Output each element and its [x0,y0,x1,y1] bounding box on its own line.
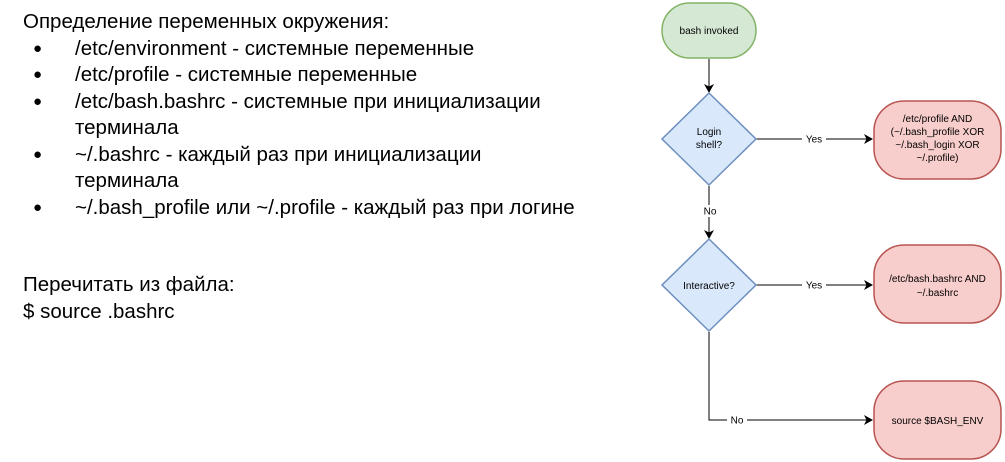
login-decision-label: Login [697,127,721,138]
login-result-node: /etc/profile AND (~/.bash_profile XOR ~/… [873,100,1002,180]
list-item: ● /etc/bash.bashrc - системные при иници… [23,89,633,142]
bash-env-result-node: source $BASH_ENV [873,380,1002,460]
interactive-result-line: ~/.bashrc [917,288,958,299]
edge-label-bg [802,279,826,291]
interactive-decision: Interactive? [660,237,758,333]
login-result-line: /etc/profile AND [903,114,972,125]
reread-command: $ source .bashrc [23,299,175,323]
list-item: ● /etc/profile - системные переменные [23,62,633,89]
login-shell-decision: Login shell? [660,91,758,187]
bash-env-result-label: source $BASH_ENV [892,416,984,427]
env-files-list: ● /etc/environment - системные переменны… [23,36,633,222]
start-node: bash invoked [661,2,757,59]
interactive-result-line: /etc/bash.bashrc AND [889,274,986,285]
start-node-label: bash invoked [680,26,739,37]
list-item: ● ~/.bashrc - каждый раз при инициализац… [23,142,633,195]
list-item-text: /etc/profile - системные переменные [75,63,418,86]
login-result-line: ~/.bash_login XOR [895,140,979,151]
login-decision-label: shell? [696,140,723,151]
list-item-text: /etc/bash.bashrc - системные при инициал… [75,89,541,113]
reread-section: Перечитать из файла: $ source .bashrc [23,272,633,325]
list-item-text-continuation: терминала [75,116,179,139]
edge-label-bg [727,414,747,426]
bullet-icon: ● [33,66,43,83]
list-item: ● /etc/environment - системные переменны… [23,36,633,63]
list-item: ● ~/.bash_profile или ~/.profile - кажды… [23,195,633,222]
edge-label-no: No [704,207,717,218]
list-item-text: /etc/environment - системные переменные [75,36,475,60]
interactive-decision-label: Interactive? [683,281,735,292]
notes-panel: Определение переменных окружения: ● /etc… [23,9,633,325]
bullet-icon: ● [33,92,43,110]
edge-label-yes: Yes [806,135,822,146]
edge-label-bg [700,205,720,217]
reread-label: Перечитать из файла: [23,273,235,296]
edge-label-no: No [731,416,744,427]
connectors [704,59,873,425]
login-result-line: ~/.profile) [917,153,959,164]
edge-label-bg [802,133,826,145]
edge-interactive-no [708,332,873,425]
bullet-icon: ● [33,198,43,216]
list-item-text: ~/.bash_profile или ~/.profile - каждый … [75,195,575,219]
notes-heading: Определение переменных окружения: [23,10,390,33]
interactive-result-node: /etc/bash.bashrc AND ~/.bashrc [873,244,1002,324]
login-result-line: (~/.bash_profile XOR [891,127,985,138]
bullet-icon: ● [33,39,43,57]
bullet-icon: ● [33,145,43,163]
edge-label-yes: Yes [806,281,822,292]
list-item-text: ~/.bashrc - каждый раз при инициализации [75,142,482,166]
list-item-text-continuation: терминала [75,169,179,192]
